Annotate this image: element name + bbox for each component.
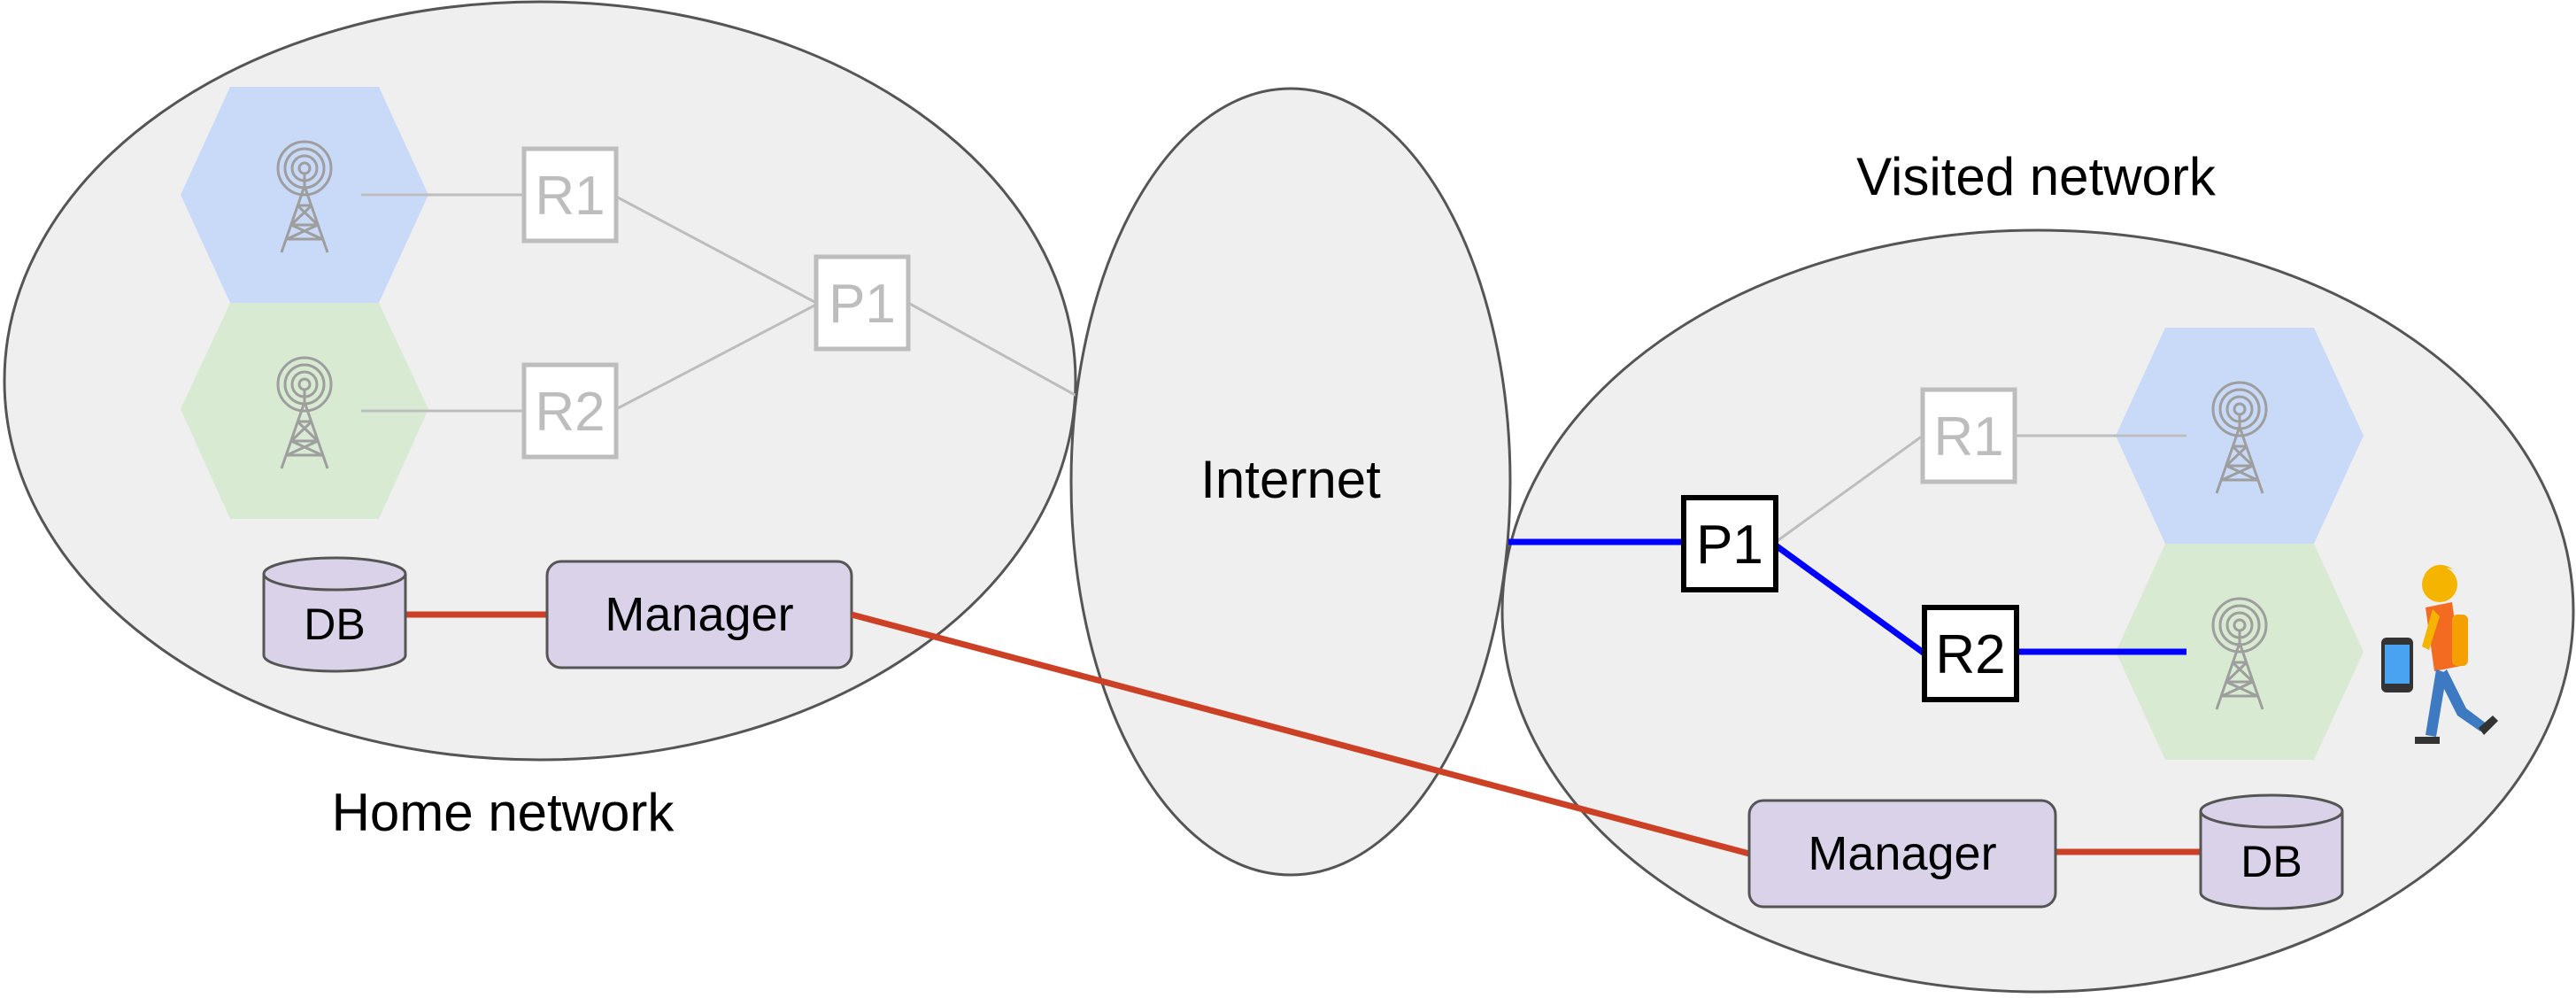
home-r1-label: R1 bbox=[535, 166, 605, 227]
visited-db-label: DB bbox=[2241, 837, 2302, 886]
visited-r1-label: R1 bbox=[1933, 406, 2003, 468]
home-network-label: Home network bbox=[332, 783, 675, 842]
visited-gateway-p1[interactable]: P1 bbox=[1681, 495, 1778, 592]
home-router-r1[interactable]: R1 bbox=[521, 146, 619, 244]
home-manager[interactable]: Manager bbox=[545, 560, 853, 669]
visited-links bbox=[1508, 434, 2201, 855]
home-router-r2[interactable]: R2 bbox=[521, 362, 619, 460]
home-manager-label: Manager bbox=[605, 588, 793, 641]
visited-cells bbox=[2116, 328, 2364, 760]
visited-r2-label: R2 bbox=[1935, 624, 2005, 685]
home-cells bbox=[181, 87, 428, 519]
home-db[interactable]: DB bbox=[262, 556, 407, 673]
visited-db[interactable]: DB bbox=[2199, 793, 2344, 910]
visited-p1-label: P1 bbox=[1696, 514, 1763, 576]
internet-label: Internet bbox=[1200, 450, 1381, 509]
mobile-phone-icon bbox=[2381, 638, 2413, 692]
visited-router-r2[interactable]: R2 bbox=[1922, 605, 2019, 702]
management-link bbox=[851, 611, 1750, 857]
home-p1-label: P1 bbox=[829, 274, 896, 335]
visited-network-label: Visited network bbox=[1856, 147, 2217, 206]
walking-person-icon bbox=[2415, 564, 2498, 744]
visited-manager-label: Manager bbox=[1808, 827, 1996, 880]
internet-region bbox=[1069, 87, 1512, 877]
visited-router-r1[interactable]: R1 bbox=[1920, 387, 2017, 484]
home-db-label: DB bbox=[304, 600, 365, 649]
home-r2-label: R2 bbox=[535, 382, 605, 443]
visited-manager[interactable]: Manager bbox=[1747, 799, 2057, 909]
home-gateway-p1[interactable]: P1 bbox=[814, 254, 911, 352]
home-links bbox=[361, 193, 1079, 618]
